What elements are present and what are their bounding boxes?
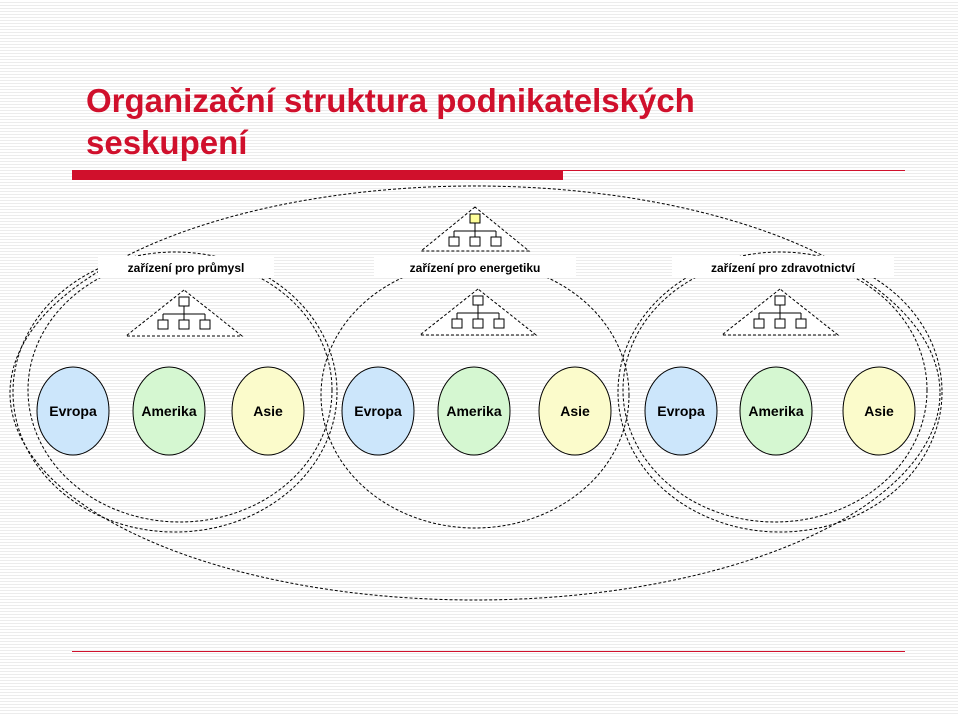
region-label: Asie	[560, 403, 590, 419]
region-node-asie: Asie	[231, 366, 305, 456]
region-node-evropa: Evropa	[341, 366, 415, 456]
sector-prumysl: zařízení pro průmysl Evropa Amerika Asie	[12, 251, 338, 533]
sector-ellipse	[617, 251, 943, 533]
region-node-evropa: Evropa	[644, 366, 718, 456]
org-chart-icon	[720, 288, 840, 336]
region-label: Amerika	[748, 403, 803, 419]
sector-ellipse	[27, 257, 333, 523]
region-label: Evropa	[49, 403, 97, 419]
region-node-amerika: Amerika	[437, 366, 511, 456]
sector-ellipse	[622, 257, 928, 523]
sector-zdravotnictvi: zařízení pro zdravotnictví Evropa Amerik…	[617, 251, 943, 533]
org-chart-icon	[124, 289, 244, 337]
region-label: Asie	[253, 403, 283, 419]
sector-ellipse	[12, 251, 338, 533]
region-label: Amerika	[141, 403, 196, 419]
sector-label-background	[672, 256, 894, 278]
org-chart-icon	[418, 288, 538, 336]
region-label: Evropa	[657, 403, 705, 419]
region-node-evropa: Evropa	[36, 366, 110, 456]
group-ellipse	[9, 185, 941, 601]
region-label: Evropa	[354, 403, 402, 419]
org-chart-icon	[419, 206, 531, 252]
region-node-asie: Asie	[842, 366, 916, 456]
sector-label-background	[98, 256, 274, 278]
region-node-asie: Asie	[538, 366, 612, 456]
sector-label: zařízení pro zdravotnictví	[711, 261, 856, 275]
region-label: Amerika	[446, 403, 501, 419]
sector-label-background	[374, 256, 576, 278]
sector-label: zařízení pro průmysl	[128, 261, 245, 275]
region-node-amerika: Amerika	[132, 366, 206, 456]
region-label: Asie	[864, 403, 894, 419]
title-rule-thick	[72, 170, 563, 180]
bottom-rule	[72, 651, 905, 652]
region-node-amerika: Amerika	[739, 366, 813, 456]
sector-energetika: zařízení pro energetiku Evropa Amerika A…	[320, 256, 630, 529]
sector-label: zařízení pro energetiku	[410, 261, 541, 275]
slide-title: Organizační struktura podnikatelských se…	[86, 82, 695, 161]
